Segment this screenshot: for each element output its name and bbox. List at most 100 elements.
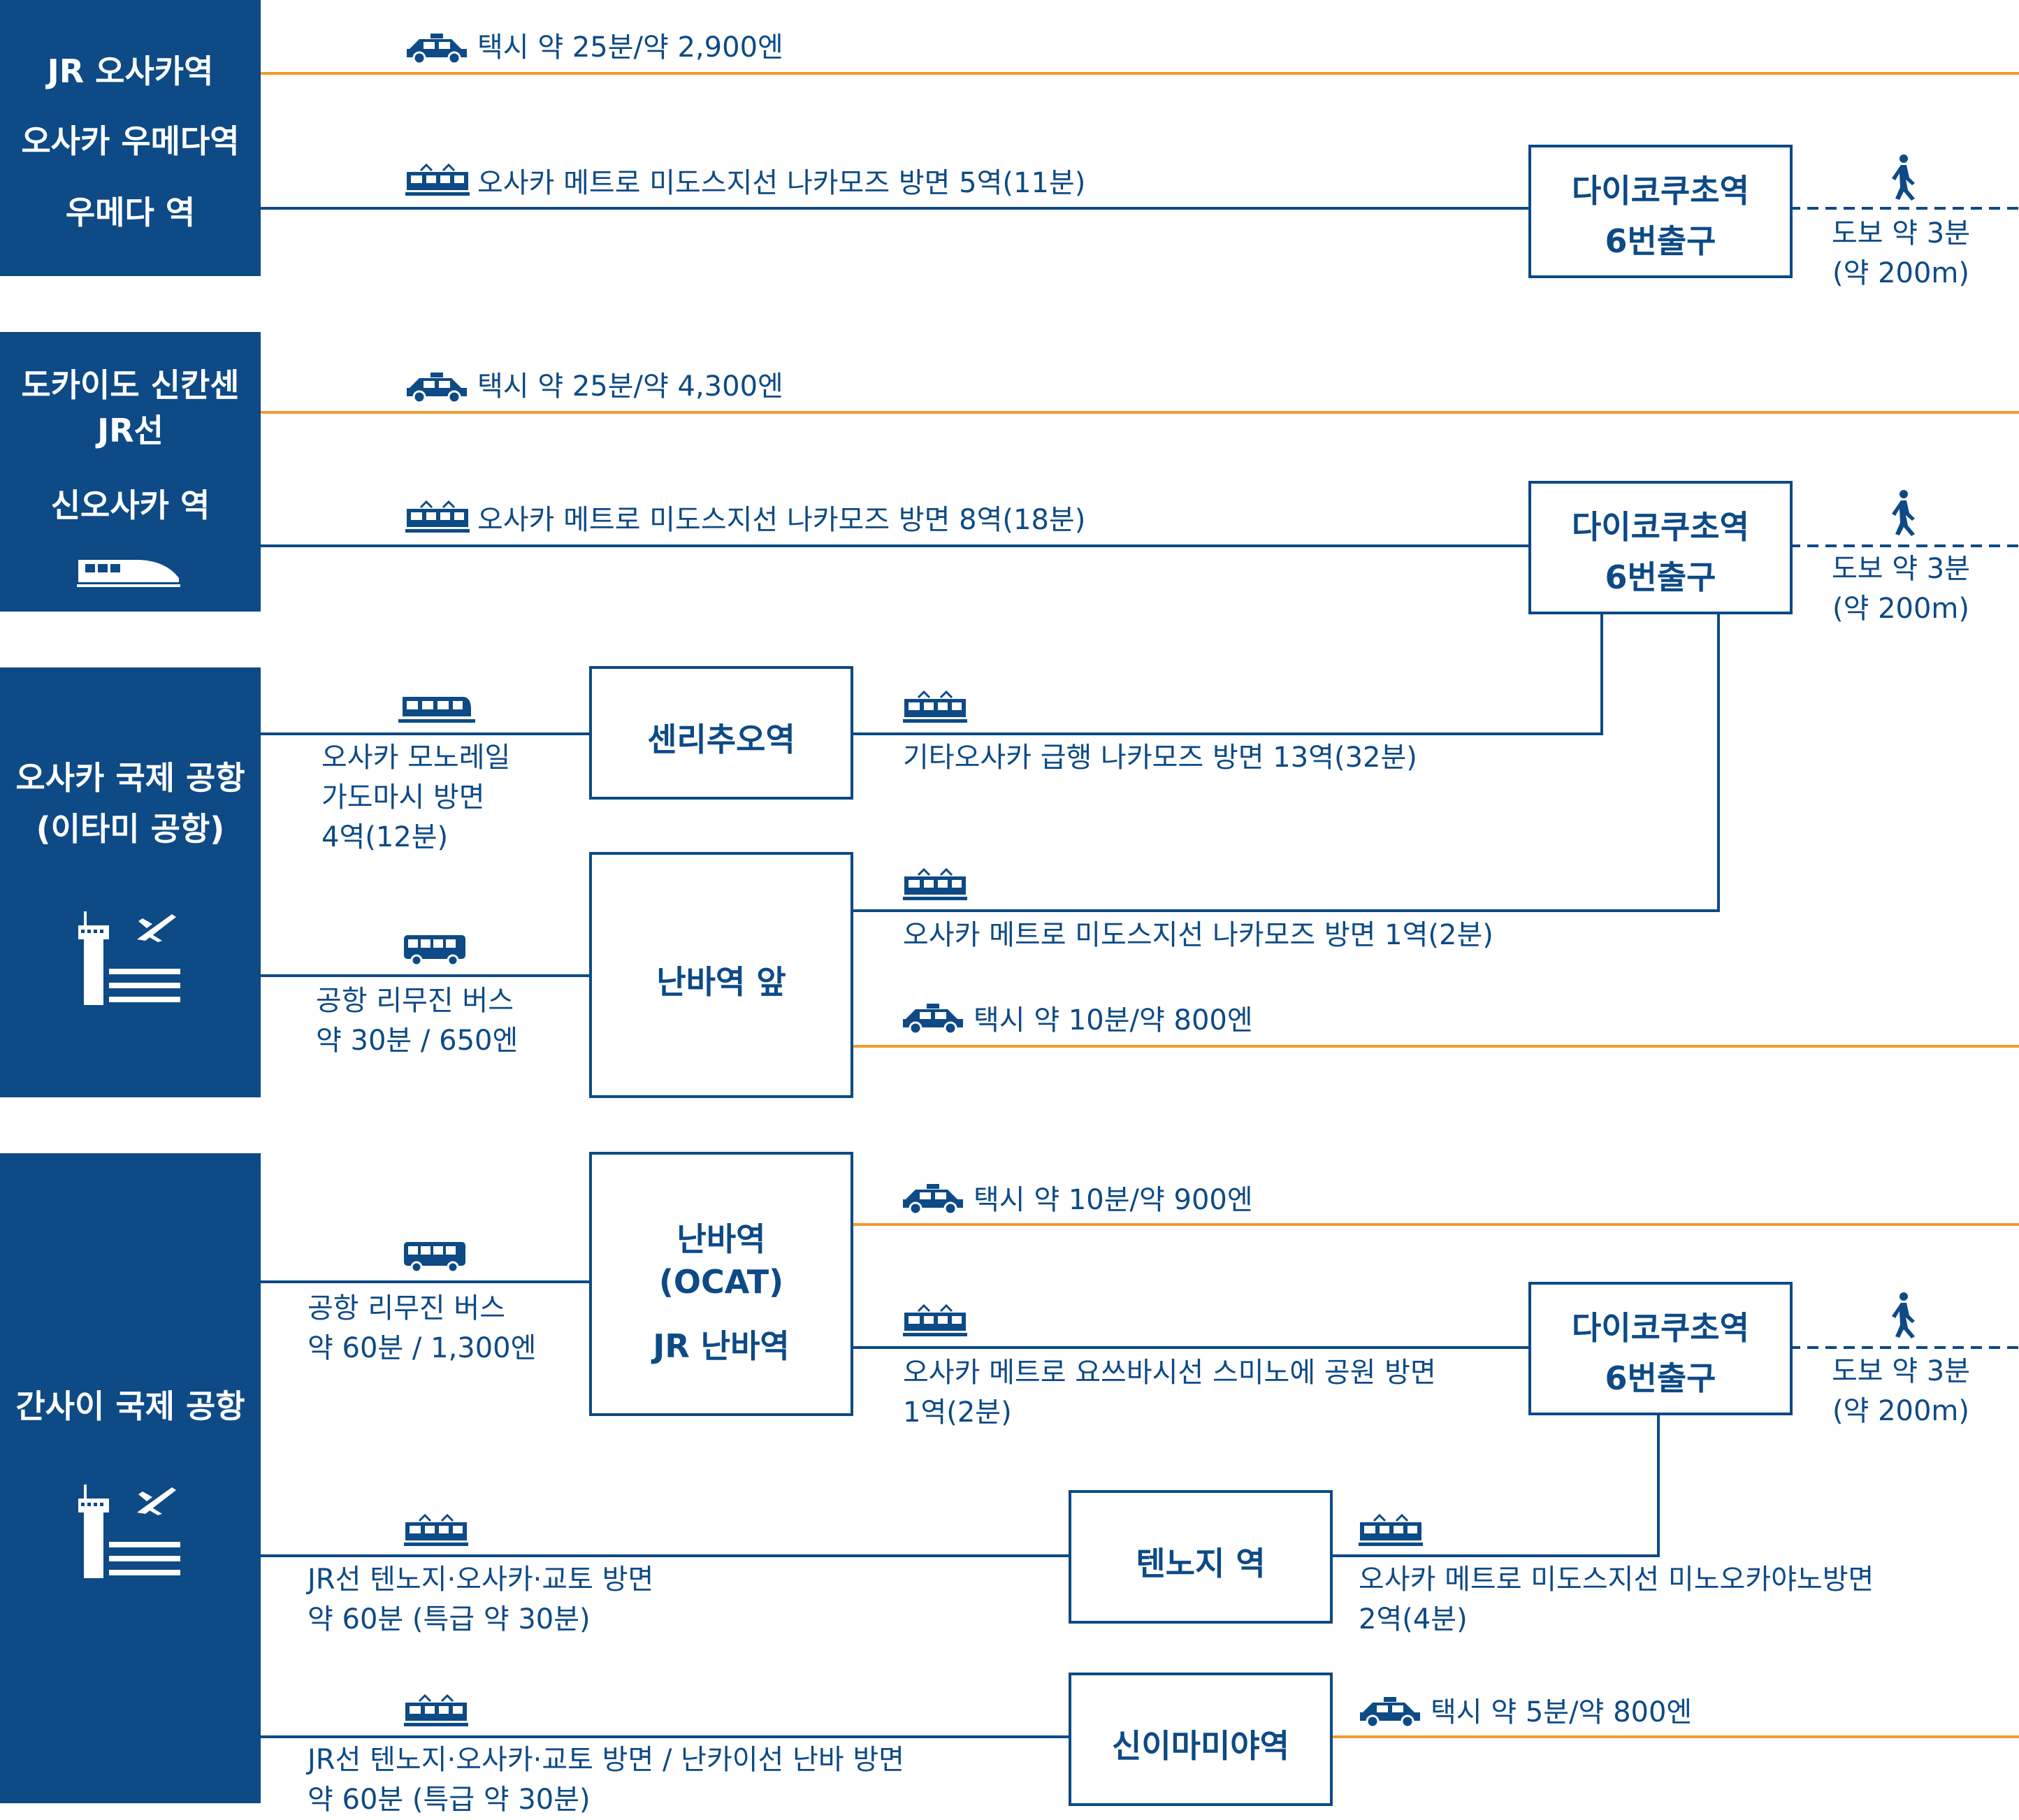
station-label: 신이마미야역 [1112,1727,1289,1765]
walk-distance: (약 200m) [1832,257,1970,289]
station-label: 텐노지 역 [1136,1545,1266,1582]
origin-label: (이타미 공항) [36,810,225,848]
route-label-line: 4역(12분) [321,821,449,853]
walk-distance: (약 200m) [1832,593,1970,625]
walking-person-icon [1892,490,1915,536]
train-icon [405,164,470,196]
station-shin-imamiya: 신이마미야역 [1069,1673,1333,1806]
route-label: 오사카 메트로 미도스지선 나카모즈 방면 8역(18분) [477,504,1086,536]
walk-time: 도보 약 3분 [1831,217,1971,250]
route-label: JR선 텐노지·오사카·교토 방면 / 난카이선 난바 방면 약 60분 (특급… [307,1740,904,1820]
route-label-line: 약 60분 (특급 약 30분) [307,1603,591,1635]
origin-kansai: 간사이 국제 공항 [0,1153,261,1803]
route-label: 공항 리무진 버스 약 30분 / 650엔 [316,981,518,1061]
origin-label: JR 오사카역 [47,52,214,90]
train-icon [903,691,967,723]
station-label: 다이코쿠초역 [1572,172,1749,210]
walk-time: 도보 약 3분 [1831,553,1971,585]
walking-person-icon [1892,154,1915,201]
route-label-line: JR선 텐노지·오사카·교토 방면 / 난카이선 난바 방면 [307,1744,904,1776]
origin-shin-osaka: 도카이도 신칸센 JR선 신오사카 역 [0,332,261,612]
route-label: 기타오사카 급행 나카모즈 방면 13역(32분) [903,742,1417,774]
station-daikokucho: 다이코쿠초역 6번출구 [1528,145,1793,278]
route-label: 택시 약 25분/약 2,900엔 [477,31,783,64]
route-label-line: 가도마시 방면 [321,781,485,814]
metro-line [851,612,1720,912]
taxi-icon [407,34,467,64]
monorail-icon [398,697,475,723]
origin-label: 신오사카 역 [50,486,210,524]
walk-time: 도보 약 3분 [1831,1355,1971,1387]
station-daikokucho: 다이코쿠초역 6번출구 [1528,481,1793,614]
origin-label: 도카이도 신칸센 [21,366,240,404]
origin-label: JR선 [97,412,164,449]
route-label: 택시 약 25분/약 4,300엔 [477,370,783,403]
train-icon [404,1514,468,1546]
route-label: 오사카 메트로 미도스지선 미노오카야노방면 2역(4분) [1359,1560,1874,1640]
taxi-icon [903,1184,963,1215]
walk-distance: (약 200m) [1832,1395,1970,1427]
origin-label: 우메다 역 [65,194,196,231]
route-label-line: 2역(4분) [1359,1603,1468,1635]
route-label: 오사카 메트로 미도스지선 나카모즈 방면 5역(11분) [477,167,1086,199]
station-label: 센리추오역 [647,721,795,758]
shinkansen-icon [77,560,180,587]
route-label: JR선 텐노지·오사카·교토 방면 약 60분 (특급 약 30분) [307,1560,653,1640]
taxi-icon [1360,1697,1420,1728]
route-label: 오사카 메트로 미도스지선 나카모즈 방면 1역(2분) [903,919,1493,951]
station-label: JR 난바역 [653,1327,790,1365]
origin-jr-osaka: JR 오사카역 오사카 우메다역 우메다 역 [0,0,261,276]
route-label: 택시 약 10분/약 800엔 [974,1004,1253,1037]
station-label: 6번출구 [1605,222,1716,260]
station-namba-mae: 난바역 앞 [589,852,853,1098]
bus-icon [404,1242,465,1273]
route-label-line: 오사카 메트로 미도스지선 미노오카야노방면 [1359,1563,1874,1596]
origin-label: 오사카 우메다역 [21,122,240,160]
origin-label: 오사카 국제 공항 [15,759,245,797]
route-label-line: JR선 텐노지·오사카·교토 방면 [307,1563,654,1596]
station-daikokucho: 다이코쿠초역 6번출구 [1528,1282,1793,1415]
station-namba-ocat: 난바역 (OCAT) JR 난바역 [589,1152,853,1416]
station-senri-chuo: 센리추오역 [589,666,853,800]
route-label: 택시 약 5분/약 800엔 [1431,1696,1693,1728]
station-label: 6번출구 [1605,558,1716,596]
train-icon [903,868,967,900]
route-label-line: 약 60분 (특급 약 30분) [307,1784,591,1816]
kitakyu-line [851,612,1603,735]
walk-label: 도보 약 3분 (약 200m) [1810,1352,1992,1431]
taxi-icon [407,373,467,403]
station-label: 다이코쿠초역 [1572,1309,1749,1347]
origin-label: 간사이 국제 공항 [15,1387,245,1425]
station-label: 난바역 앞 [656,963,786,1001]
walking-person-icon [1892,1292,1915,1338]
walk-label: 도보 약 3분 (약 200m) [1810,549,1992,629]
station-label: 다이코쿠초역 [1572,508,1749,546]
bus-icon [404,935,465,967]
route-label-line: 공항 리무진 버스 [307,1292,506,1324]
walk-label: 도보 약 3분 (약 200m) [1810,214,1992,294]
metro-line [1331,1415,1660,1557]
route-label-line: 1역(2분) [903,1396,1012,1429]
route-label-line: 오사카 메트로 요쓰바시선 스미노에 공원 방면 [903,1357,1436,1389]
origin-itami: 오사카 국제 공항 (이타미 공항) [0,667,261,1097]
station-label: 난바역 [676,1220,766,1258]
route-label-line: 약 60분 / 1,300엔 [307,1332,537,1364]
station-label: (OCAT) [658,1263,784,1301]
route-label: 오사카 모노레일 가도마시 방면 4역(12분) [321,738,510,858]
route-label-line: 약 30분 / 650엔 [316,1025,519,1057]
train-icon [404,1694,468,1726]
route-label: 오사카 메트로 요쓰바시선 스미노에 공원 방면 1역(2분) [903,1353,1436,1433]
route-label: 택시 약 10분/약 900엔 [974,1184,1253,1216]
airport-icon [78,1485,180,1578]
train-icon [405,500,470,533]
route-label: 공항 리무진 버스 약 60분 / 1,300엔 [307,1289,536,1368]
train-icon [903,1304,967,1336]
station-label: 6번출구 [1605,1359,1716,1397]
route-label-line: 공항 리무진 버스 [316,985,514,1017]
station-tennoji: 텐노지 역 [1069,1490,1333,1624]
airport-icon [78,911,180,1005]
taxi-icon [903,1004,963,1034]
route-label-line: 오사카 모노레일 [321,742,511,774]
train-icon [1359,1514,1423,1546]
